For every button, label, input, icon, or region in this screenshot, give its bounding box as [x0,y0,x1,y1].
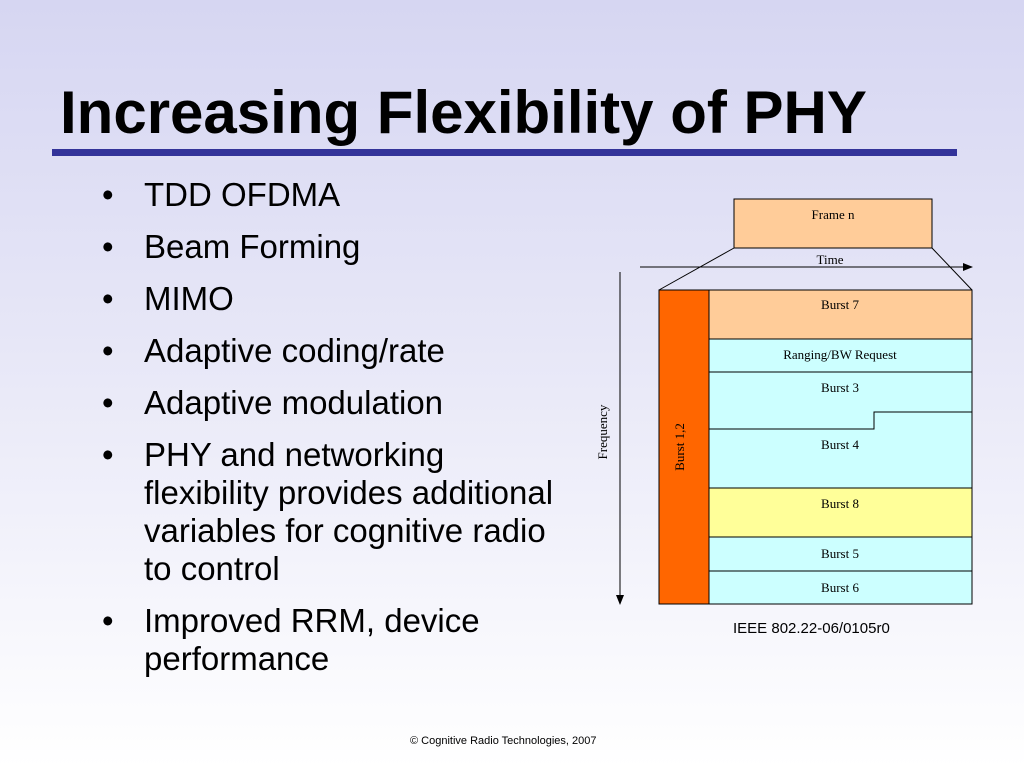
bullet-text: Adaptive coding/rate [144,332,445,369]
burst-7-block [708,289,973,340]
bullet-item: • Adaptive modulation [100,384,570,422]
bullet-item: • Adaptive coding/rate [100,332,570,370]
bullet-text: TDD OFDMA [144,176,341,213]
bullet-list: • TDD OFDMA • Beam Forming • MIMO • Adaptive… [100,176,570,692]
bullet-dot: • [102,280,114,317]
burst-3-label: Burst 3 [821,380,859,395]
burst-1-2-block [658,289,710,605]
burst-8-label: Burst 8 [821,496,859,511]
bullet-dot: • [102,384,114,421]
burst-7-label: Burst 7 [821,297,859,312]
burst-6-block [708,570,973,605]
time-label: Time [817,252,844,267]
slide-title: Increasing Flexibility of PHY [60,79,867,146]
bullet-dot: • [102,332,114,369]
bullet-item: • TDD OFDMA [100,176,570,214]
bullet-text: MIMO [144,280,234,317]
copyright-footer: © Cognitive Radio Technologies, 2007 [410,735,597,747]
bullet-dot: • [102,176,114,213]
title-rule [52,149,957,156]
burst-4-label: Burst 4 [821,437,859,452]
burst-1-2-label: Burst 1,2 [672,423,687,471]
frequency-label: Frequency [595,404,610,459]
bullet-text: Improved RRM, device performance [144,602,480,677]
zoom-line-right [931,247,973,291]
bullet-item: • Beam Forming [100,228,570,266]
burst-5-block [708,536,973,572]
burst-3-4-step-boundary [709,411,972,430]
bullet-item: • PHY and networking flexibility provides… [100,436,570,588]
burst-6-label: Burst 6 [821,580,859,595]
reference-note: IEEE 802.22-06/0105r0 [733,620,890,637]
ranging-bw-request-block [708,338,973,373]
bullet-text: PHY and networking flexibility provides … [144,436,554,587]
burst-5-label: Burst 5 [821,546,859,561]
frame-label: Frame n [812,207,855,222]
bullet-item: • MIMO [100,280,570,318]
burst-3-4-region [708,371,973,489]
zoom-line-left [658,247,735,291]
bullet-dot: • [102,228,114,265]
bullet-text: Adaptive modulation [144,384,444,421]
ranging-bw-request-label: Ranging/BW Request [783,347,897,362]
bullet-dot: • [102,436,114,473]
bullet-text: Beam Forming [144,228,361,265]
bullet-dot: • [102,602,114,639]
frame-box [733,198,933,249]
bullet-item: • Improved RRM, device performance [100,602,570,678]
burst-8-block [708,487,973,538]
